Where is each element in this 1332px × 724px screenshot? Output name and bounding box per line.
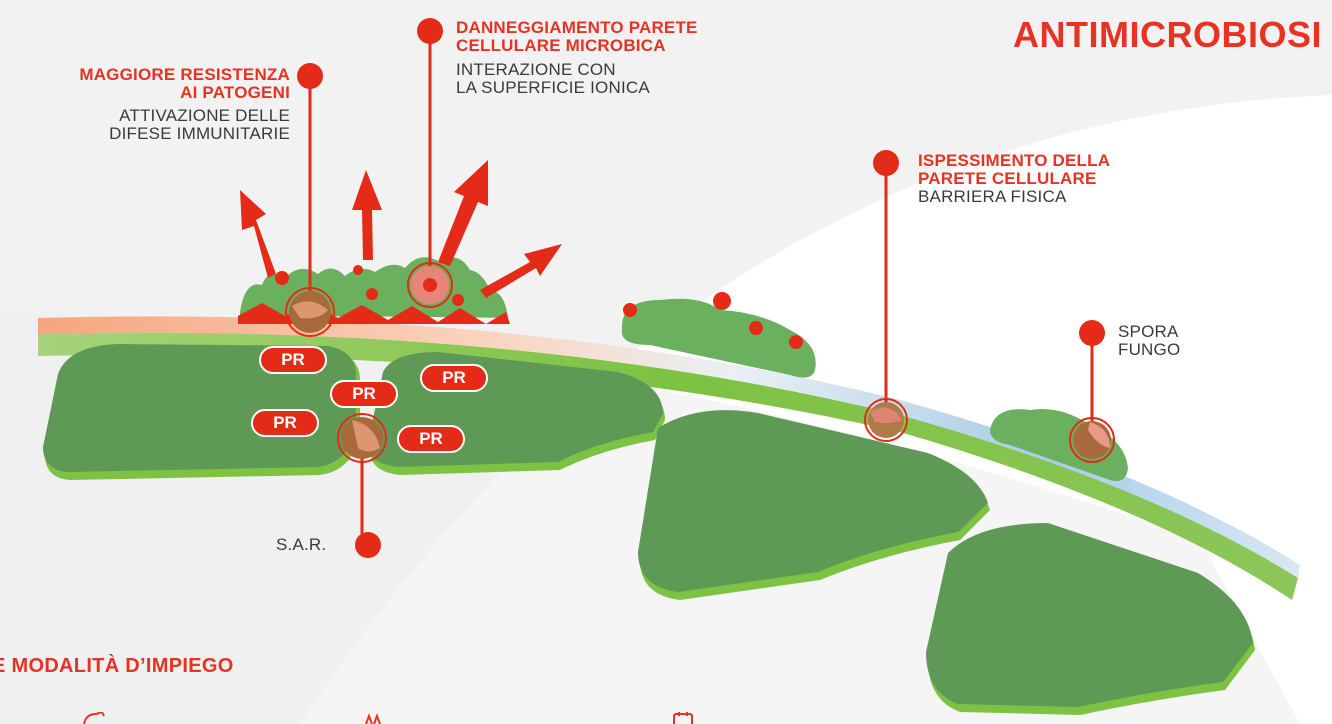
- pr-badge: PR: [420, 364, 488, 392]
- pathogen-dots: [275, 265, 803, 349]
- calendar-icon: [673, 712, 693, 724]
- callout-thickening-heading-1: ISPESSIMENTO DELLA: [918, 151, 1111, 170]
- callout-thickening: ISPESSIMENTO DELLA PARETE CELLULARE BARR…: [918, 152, 1110, 206]
- callout-damage: DANNEGGIAMENTO PARETE CELLULARE MICROBIC…: [456, 19, 698, 96]
- callout-resistance-heading-2: AI PATOGENI: [180, 82, 290, 102]
- pr-badge: PR: [259, 346, 327, 374]
- callout-spore: SPORA FUNGO: [1118, 323, 1180, 359]
- callout-thickening-heading-2: PARETE CELLULARE: [918, 168, 1097, 188]
- callout-resistance: MAGGIORE RESISTENZA AI PATOGENI ATTIVAZI…: [79, 66, 290, 142]
- crop-icon: [365, 713, 381, 724]
- target-markers: [285, 262, 1115, 463]
- pr-badge: PR: [330, 380, 398, 408]
- callout-damage-heading-1: DANNEGGIAMENTO PARETE: [456, 18, 698, 37]
- pr-badge: PR: [397, 425, 465, 453]
- callout-spore-text-2: FUNGO: [1118, 339, 1181, 359]
- page-title: ANTIMICROBIOSI: [1013, 14, 1322, 55]
- callout-damage-heading-2: CELLULARE MICROBICA: [456, 35, 666, 55]
- callout-damage-text-2: LA SUPERFICIE IONICA: [456, 77, 650, 97]
- pr-badge: PR: [251, 409, 319, 437]
- callout-resistance-text-2: DIFESE IMMUNITARIE: [109, 123, 290, 143]
- usage-section-title: E MODALITÀ D’IMPIEGO: [0, 655, 234, 677]
- callout-dots: [297, 18, 1105, 558]
- callout-sar: S.A.R.: [276, 535, 327, 554]
- spore-colony-1: [621, 298, 816, 378]
- callout-damage-text-1: INTERAZIONE CON: [456, 59, 616, 79]
- callout-thickening-text-1: BARRIERA FISICA: [918, 186, 1067, 206]
- epidermis-layer: [38, 332, 1298, 600]
- release-arrows: [240, 160, 562, 298]
- callout-spore-text-1: SPORA: [1118, 322, 1179, 341]
- callout-resistance-text-1: ATTIVAZIONE DELLE: [119, 105, 290, 125]
- callout-resistance-heading-1: MAGGIORE RESISTENZA: [79, 65, 290, 84]
- sprayer-icon: [83, 712, 105, 724]
